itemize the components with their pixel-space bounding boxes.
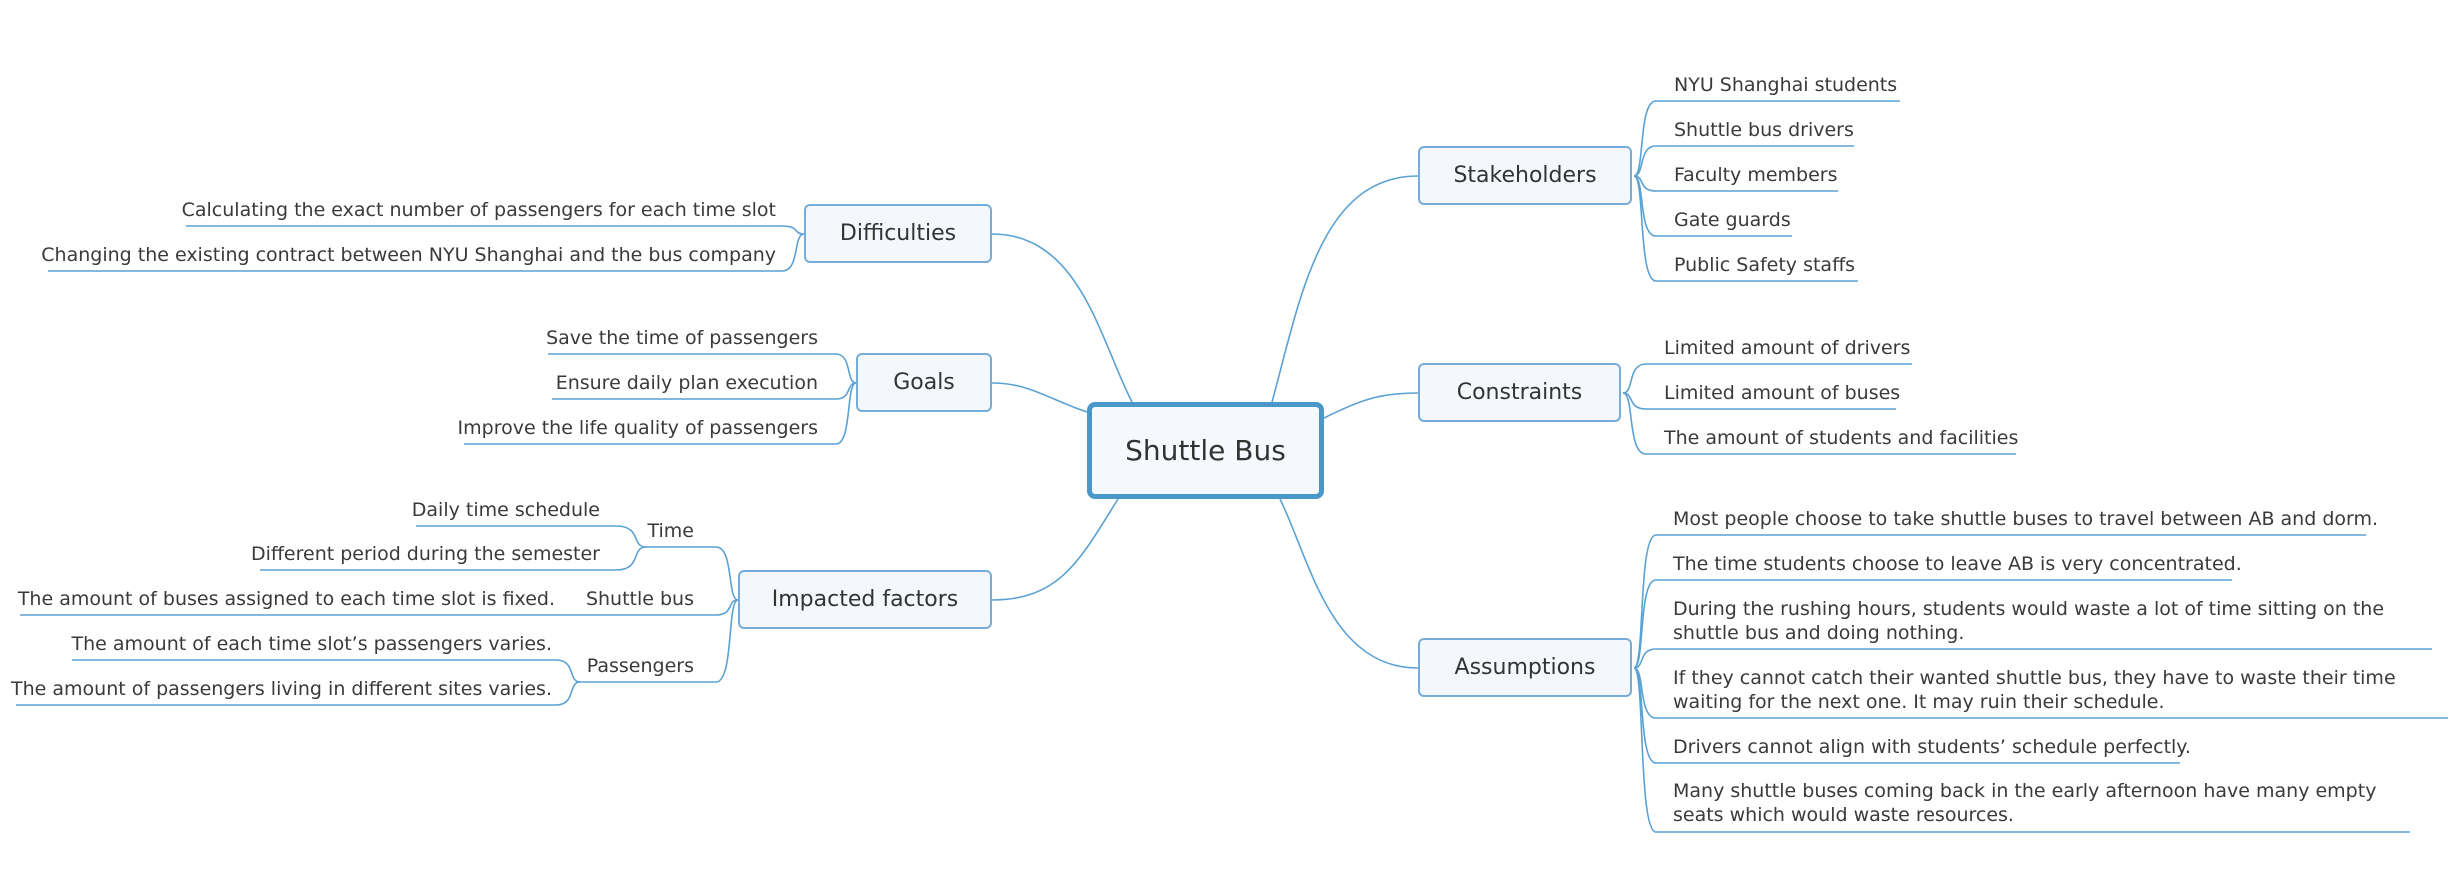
constraint-connector (1622, 392, 2016, 455)
leaf-stakeholder: Shuttle bus drivers (1674, 119, 1854, 141)
branch-label: Assumptions (1454, 655, 1596, 680)
leaf-factor: The amount of buses assigned to each tim… (17, 588, 555, 610)
leaf-constraint: Limited amount of drivers (1664, 337, 1911, 359)
difficulty-connector (48, 233, 805, 272)
root-node[interactable]: Shuttle Bus (1087, 402, 1324, 499)
difficulty-connector (186, 225, 805, 235)
branch-stakeholders[interactable]: Stakeholders (1418, 146, 1632, 205)
stakeholder-connector (1633, 145, 1854, 177)
root-to-stakeholders (1271, 175, 1419, 403)
branch-goals[interactable]: Goals (856, 353, 992, 412)
branch-label: Stakeholders (1453, 163, 1597, 188)
leaf-factor: Different period during the semester (250, 543, 600, 565)
goal-connector (548, 353, 857, 384)
leaf-goal: Improve the life quality of passengers (457, 417, 818, 439)
leaf-assumption: The time students choose to leave AB is … (1673, 553, 2242, 575)
leaf-stakeholder: Gate guards (1674, 209, 1791, 231)
leaf-factor: The amount of each time slot’s passenger… (71, 633, 552, 655)
factor-item-connector (260, 546, 647, 571)
branch-impacted-factors[interactable]: Impacted factors (738, 570, 992, 629)
leaf-goal: Save the time of passengers (546, 327, 818, 349)
factor-item-connector (16, 681, 581, 706)
root-to-difficulties (991, 233, 1133, 403)
factor-group-passengers: Passengers (586, 655, 694, 677)
leaf-assumption: Most people choose to take shuttle buses… (1673, 508, 2379, 530)
leaf-factor: The amount of passengers living in diffe… (11, 678, 552, 700)
factor-item-connector (72, 659, 581, 683)
leaf-difficulty: Changing the existing contract between N… (41, 244, 776, 266)
leaf-assumption: During the rushing hours, students would… (1673, 598, 2385, 644)
leaf-constraint: Limited amount of buses (1664, 382, 1901, 404)
assumption-connector (1633, 648, 2432, 669)
leaf-stakeholder: Public Safety staffs (1674, 254, 1856, 276)
branch-constraints[interactable]: Constraints (1418, 363, 1621, 422)
factor-group-shuttle-bus: Shuttle bus (585, 588, 694, 610)
branch-assumptions[interactable]: Assumptions (1418, 638, 1632, 697)
factor-item-connector (416, 525, 647, 548)
root-label: Shuttle Bus (1125, 434, 1286, 467)
stakeholder-connector (1633, 100, 1900, 177)
branch-difficulties[interactable]: Difficulties (804, 204, 992, 263)
leaf-goal: Ensure daily plan execution (555, 372, 818, 394)
factor-group-connector (584, 599, 739, 616)
stakeholder-connector (1633, 175, 1858, 282)
leaf-difficulty: Calculating the exact number of passenge… (181, 199, 776, 221)
leaf-constraint: The amount of students and facilities (1664, 427, 2019, 449)
leaf-assumption: Many shuttle buses coming back in the ea… (1673, 780, 2377, 826)
leaf-assumption: If they cannot catch their wanted shuttl… (1673, 667, 2396, 713)
leaf-assumption: Drivers cannot align with students’ sche… (1673, 736, 2191, 758)
factor-group-connector (580, 599, 739, 683)
leaf-stakeholder: Faculty members (1674, 164, 1838, 186)
branch-label: Difficulties (839, 221, 957, 246)
leaf-factor: Daily time schedule (411, 499, 600, 521)
leaf-stakeholder: NYU Shanghai students (1674, 74, 1898, 96)
root-to-constraints (1323, 392, 1419, 419)
branch-label: Goals (893, 370, 955, 395)
root-to-goals (991, 382, 1088, 413)
goal-connector (464, 382, 857, 445)
assumption-connector (1633, 667, 2410, 833)
root-to-assumptions (1279, 498, 1419, 669)
assumption-connector (1633, 579, 2232, 669)
branch-label: Constraints (1456, 380, 1583, 405)
factor-group-time: Time (647, 520, 695, 542)
root-to-impacted (991, 498, 1119, 601)
factor-group-connector (646, 546, 739, 601)
branch-label: Impacted factors (771, 587, 959, 612)
constraint-connector (1622, 363, 1912, 394)
